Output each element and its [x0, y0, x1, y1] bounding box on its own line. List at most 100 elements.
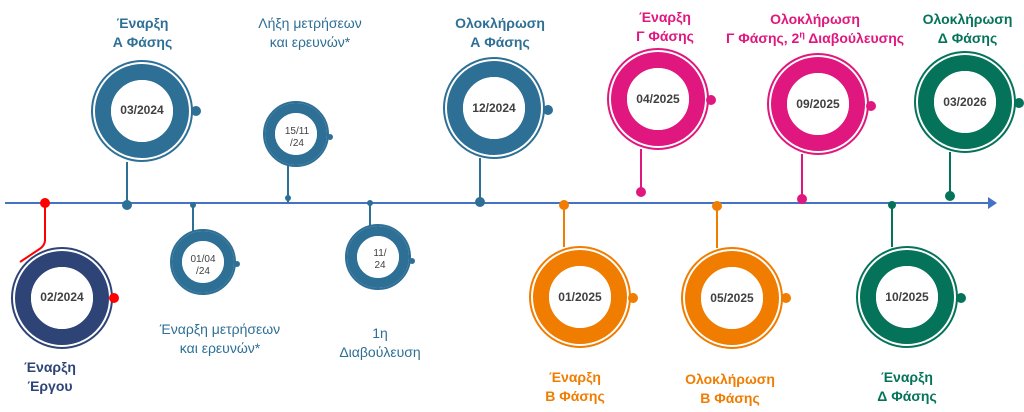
inner-disc-m11 [876, 266, 938, 328]
ring-end-dot-m7 [628, 293, 638, 303]
outer-ring-m4 [263, 101, 329, 167]
milestone-label-m9: Ολοκλήρωση Β Φάσης [675, 370, 785, 408]
inner-disc-m12 [934, 71, 996, 133]
milestone-date-m4: 15/11 /24 [272, 126, 322, 150]
milestone-label-m8: Έναρξη Γ Φάσης [620, 8, 710, 46]
thick-ring-m10 [771, 57, 865, 151]
milestone-date-m6: 12/2024 [472, 101, 516, 115]
axis-dot-m11 [888, 201, 896, 209]
ring-end-dot-m8 [706, 95, 716, 105]
milestone-date-m5-line1: 11/ [373, 248, 387, 259]
milestone-label-m5-line1: 1η [372, 325, 388, 341]
milestone-label-m11: Έναρξη Δ Φάσης [862, 368, 952, 406]
inner-disc-m8 [627, 68, 689, 130]
ring-end-dot-m2 [191, 106, 201, 116]
milestone-label-m10: Ολοκλήρωση Γ Φάσης, 2η Διαβούλευσης [725, 10, 905, 48]
thick-ring-m4 [265, 103, 327, 165]
ring-end-dot-m12 [1014, 98, 1024, 108]
milestone-label-m8-line1: Έναρξη [639, 9, 691, 25]
milestone-label-m7-line1: Έναρξη [549, 369, 601, 385]
ring-end-dot-m9 [781, 293, 791, 303]
axis-dot-m3 [190, 202, 196, 208]
milestone-label-m2-line1: Έναρξη [116, 15, 169, 31]
thick-ring-m9 [685, 251, 779, 345]
milestone-date-m4-line1: 15/11 [284, 126, 310, 137]
milestone-date-m5: 11/ 24 [355, 248, 405, 272]
milestone-label-m10-line2a: Γ Φάσης, 2 [725, 30, 800, 46]
milestone-label-m10-line2b: Διαβούλευσης [804, 30, 905, 46]
ring-end-dot-m6 [543, 105, 553, 115]
axis-dot-m1 [40, 198, 50, 208]
milestone-label-m9-line1: Ολοκλήρωση [685, 371, 775, 387]
thick-ring-m3 [172, 231, 234, 293]
milestone-label-m9-line2: Β Φάσης [700, 390, 760, 406]
milestone-date-m8: 04/2025 [636, 92, 680, 106]
milestone-label-m12-line1: Ολοκλήρωση [922, 11, 1013, 27]
axis-dot-m9 [712, 201, 722, 211]
inner-disc-m5 [357, 236, 399, 278]
thick-ring-m8 [611, 52, 705, 146]
milestone-label-m3: Έναρξη μετρήσεων και ερευνών* [150, 320, 290, 358]
milestone-date-m5-line2: 24 [374, 260, 386, 271]
milestone-label-m5: 1η Διαβούλευση [325, 324, 435, 362]
inner-disc-m1 [31, 267, 93, 329]
milestone-label-m1-line1: Έναρξη [24, 359, 76, 375]
milestone-date-m3-line1: 01/04 [190, 254, 216, 265]
milestone-label-m6: Ολοκλήρωση Α Φάσης [445, 14, 555, 52]
connector-m1 [19, 203, 46, 263]
axis-dot-m2 [122, 200, 132, 210]
ring-end-dot-m11 [956, 293, 966, 303]
thick-ring-m1 [15, 251, 109, 345]
inner-disc-m9 [701, 267, 763, 329]
thick-ring-m5 [347, 226, 409, 288]
milestone-date-m12: 03/2026 [943, 95, 987, 109]
milestone-date-m11: 10/2025 [885, 290, 929, 304]
inner-disc-m2 [111, 80, 173, 142]
inner-disc-m3 [182, 241, 224, 283]
milestone-date-m3: 01/04 /24 [178, 254, 228, 278]
milestone-label-m10-sup: η [799, 29, 805, 40]
milestone-label-m10-line1: Ολοκλήρωση [770, 11, 860, 27]
milestone-label-m8-line2: Γ Φάσης [636, 28, 694, 44]
ring-end-dot-m4 [327, 134, 333, 140]
milestone-label-m4-line2: και ερευνών* [269, 34, 351, 50]
axis-dot-m10 [797, 194, 807, 204]
ring-end-dot-m1 [109, 293, 119, 303]
ring-end-dot-m10 [866, 101, 876, 111]
axis-dot-m8 [636, 187, 646, 197]
thick-ring-m12 [918, 55, 1012, 149]
ring-end-dot-m5 [409, 258, 415, 264]
axis-dot-m5 [367, 200, 373, 206]
milestone-date-m2: 03/2024 [120, 103, 164, 117]
milestone-label-m7-line2: Β Φάσης [545, 388, 605, 404]
milestone-label-m6-line1: Ολοκλήρωση [455, 15, 545, 31]
axis-dot-m7 [559, 200, 569, 210]
milestone-label-m7: Έναρξη Β Φάσης [530, 368, 620, 406]
thick-ring-m7 [533, 250, 627, 344]
milestone-label-m3-line1: Έναρξη μετρήσεων [159, 321, 281, 337]
thick-ring-m11 [860, 250, 954, 344]
timeline-arrow-head [988, 197, 997, 209]
outer-ring-m5 [345, 224, 411, 290]
milestone-label-m2: Έναρξη Α Φάσης [100, 14, 185, 52]
milestone-label-m11-line1: Έναρξη [881, 369, 933, 385]
milestone-label-m12: Ολοκλήρωση Δ Φάσης [915, 10, 1020, 48]
axis-dot-m12 [945, 191, 955, 201]
thick-ring-m2 [95, 64, 189, 158]
milestone-date-m7: 01/2025 [558, 290, 602, 304]
milestone-label-m11-line2: Δ Φάσης [877, 388, 937, 404]
milestone-label-m6-line2: Α Φάσης [470, 34, 530, 50]
milestone-label-m3-line2: και ερευνών* [179, 340, 261, 356]
inner-disc-m6 [463, 77, 525, 139]
milestone-label-m12-line2: Δ Φάσης [937, 30, 998, 46]
milestone-label-m4-line1: Λήξη μετρήσεων [258, 15, 362, 31]
ring-end-dot-m3 [234, 261, 240, 267]
milestone-label-m2-line2: Α Φάσης [112, 34, 173, 50]
milestone-label-m1-line2: Έργου [27, 378, 73, 394]
milestone-label-m4: Λήξη μετρήσεων και ερευνών* [240, 14, 380, 52]
axis-dot-m6 [475, 197, 485, 207]
inner-disc-m7 [549, 266, 611, 328]
milestone-date-m9: 05/2025 [710, 291, 754, 305]
